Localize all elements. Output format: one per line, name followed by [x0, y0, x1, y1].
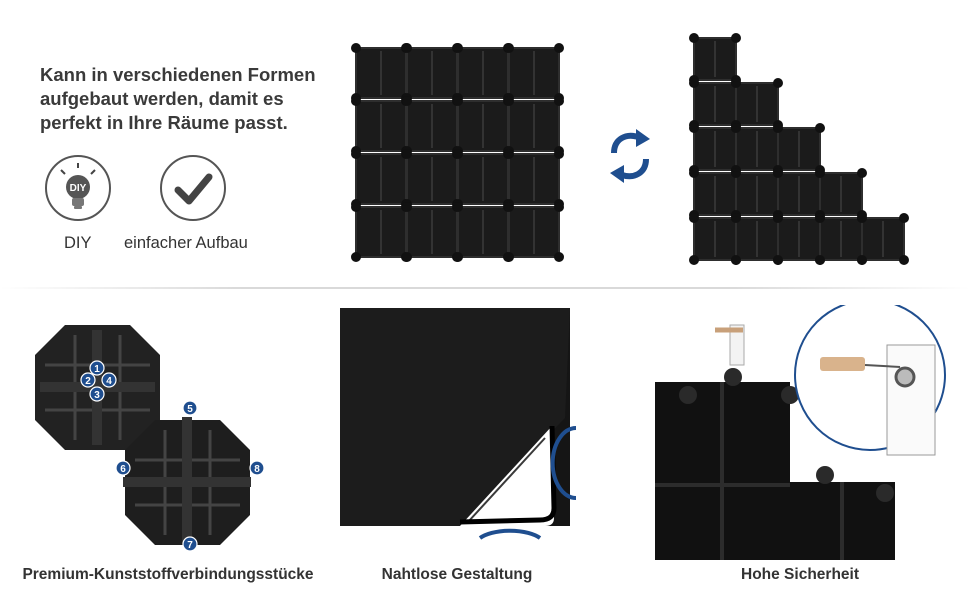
connector-number: 6	[120, 464, 126, 475]
caption-seamless: Nahtlose Gestaltung	[381, 566, 533, 583]
headline-text: Kann in verschiedenen Formen aufgebaut w…	[40, 64, 316, 133]
section-divider	[0, 287, 970, 289]
connector-number: 4	[106, 376, 112, 387]
wall-anchor-image	[655, 305, 970, 565]
connector-number: 1	[94, 364, 100, 375]
caption-safety: Hohe Sicherheit	[741, 566, 859, 583]
connector-number: 3	[94, 390, 100, 401]
checkmark-icon	[160, 155, 226, 221]
easy-assembly-label: einfacher Aufbau	[124, 234, 248, 252]
diy-label: DIY	[64, 234, 92, 252]
diy-bulb-icon: DIY	[45, 155, 111, 221]
connector-pieces-image: 1 2 3 4 5 6 7 8	[35, 325, 275, 555]
seamless-panel-image	[340, 308, 576, 540]
caption-connectors: Premium-Kunststoffverbindungsstücke	[22, 566, 314, 583]
square-shelf-image	[348, 40, 570, 270]
connector-number: 8	[254, 464, 260, 475]
connector-number: 5	[187, 404, 193, 415]
staircase-shelf-image	[686, 30, 922, 274]
connector-number: 7	[187, 540, 193, 551]
connector-number: 2	[85, 376, 91, 387]
rotate-arrows-icon	[606, 127, 654, 185]
diy-badge-text: DIY	[70, 183, 87, 194]
